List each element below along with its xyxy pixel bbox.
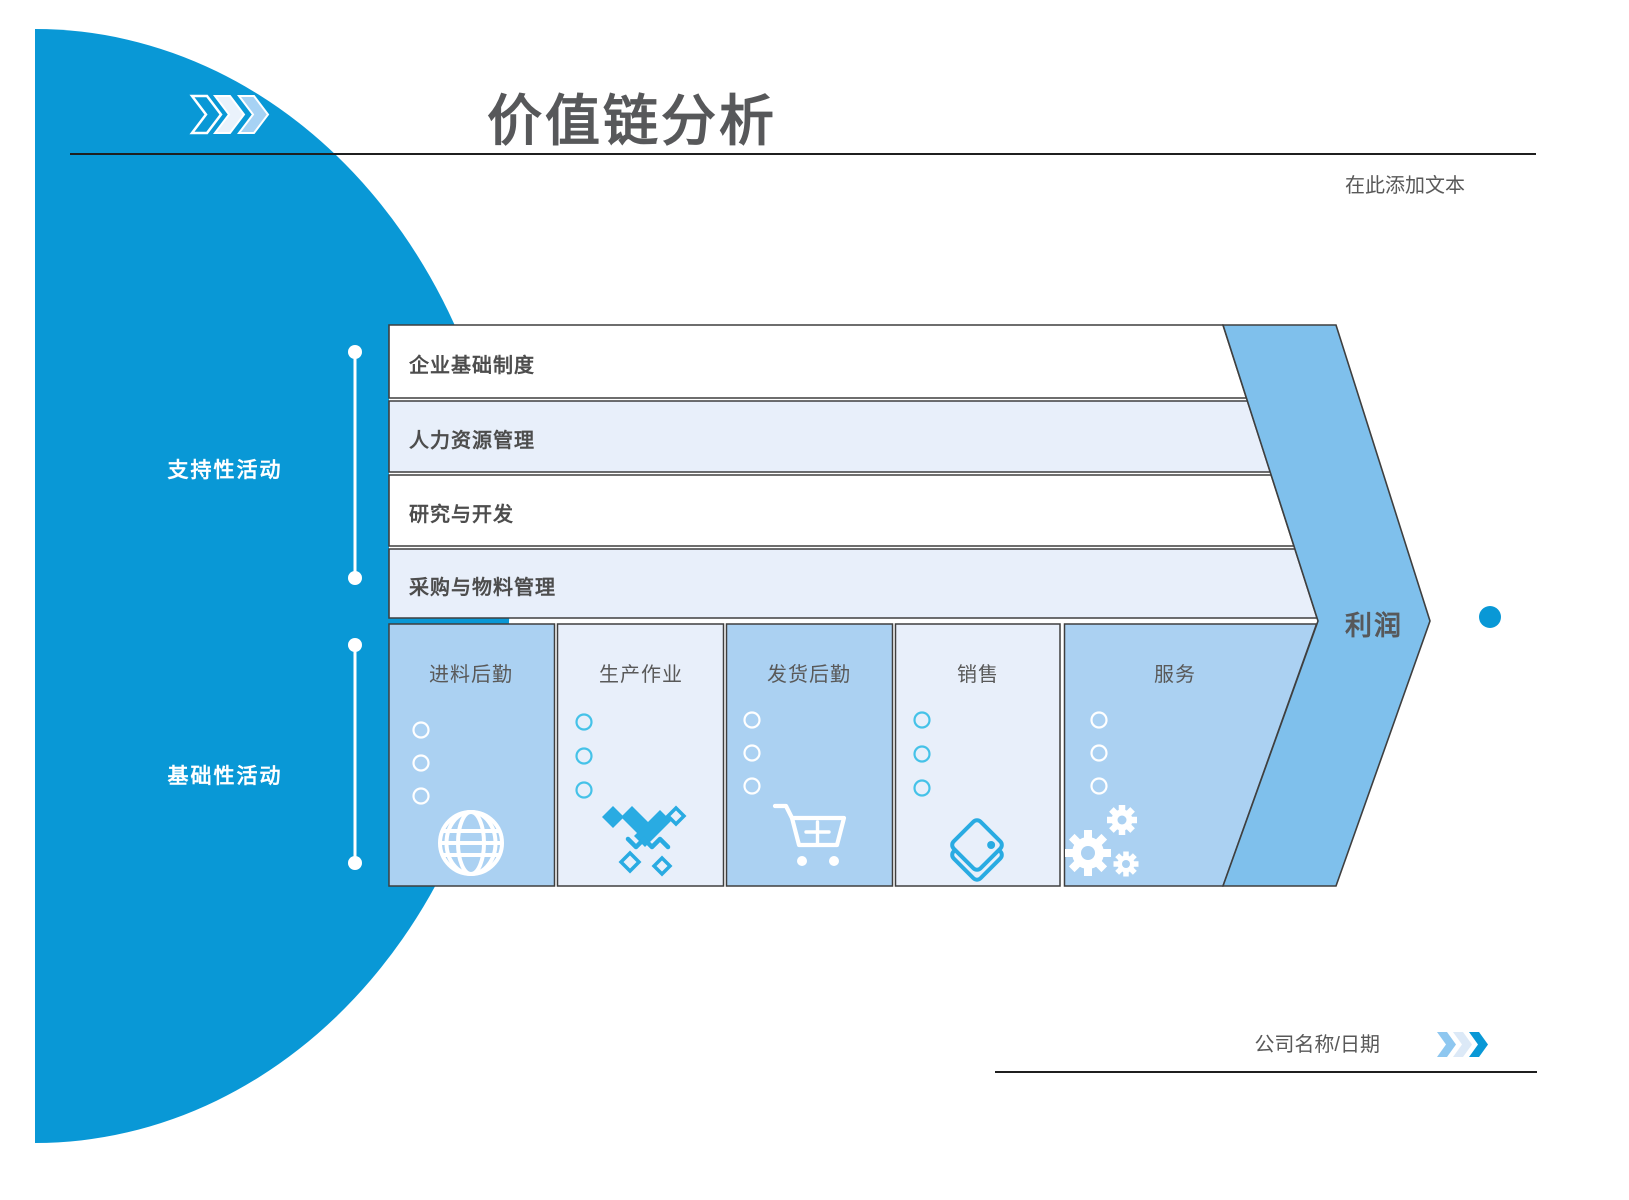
support-row-label: 研究与开发	[409, 504, 514, 526]
chevron-icon	[212, 95, 246, 134]
footer-chevrons-icon	[1437, 1032, 1488, 1057]
handshake-icon	[602, 805, 687, 877]
bullet-circle	[412, 721, 430, 739]
support-row-label: 人力资源管理	[409, 430, 535, 452]
cart-icon	[772, 803, 847, 866]
chevron-icon	[1437, 1032, 1456, 1057]
primary-column-label: 生产作业	[599, 664, 683, 686]
chevron-icon	[189, 94, 223, 135]
company-date-placeholder[interactable]: 公司名称/日期	[1254, 1034, 1380, 1056]
primary-column-bar	[725, 623, 894, 887]
primary-bracket	[348, 638, 362, 870]
bullet-circle	[743, 777, 761, 795]
bracket-dot	[348, 345, 362, 359]
support-row-label: 采购与物料管理	[409, 577, 556, 599]
profit-arrow-band	[1221, 324, 1431, 887]
bullet-circles	[412, 711, 1108, 805]
chevron-icon	[236, 95, 270, 134]
bullet-circle	[412, 754, 430, 772]
support-activities-label: 支持性活动	[167, 459, 283, 482]
bullet-circle	[575, 747, 593, 765]
bullet-circle	[1090, 744, 1108, 762]
bullet-circle	[913, 779, 931, 797]
bracket-dot	[348, 571, 362, 585]
accent-dot	[1479, 606, 1501, 628]
profit-label: 利润	[1345, 611, 1403, 641]
page-title: 价值链分析	[487, 90, 778, 152]
bracket-dot	[348, 638, 362, 652]
primary-column-label: 发货后勤	[767, 664, 851, 686]
bullet-circle	[913, 711, 931, 729]
header-chevrons-icon	[189, 94, 270, 135]
tag-icon	[950, 818, 1004, 882]
bullet-circle	[913, 745, 931, 763]
bullet-circle	[743, 744, 761, 762]
bullet-circle	[1090, 777, 1108, 795]
bullet-circle	[412, 787, 430, 805]
text-placeholder[interactable]: 在此添加文本	[1345, 175, 1465, 197]
primary-activities-label: 基础性活动	[167, 765, 283, 788]
globe-icon	[438, 810, 504, 876]
bullet-circle	[743, 711, 761, 729]
support-row-bar	[388, 474, 1295, 547]
primary-column-label: 进料后勤	[429, 664, 513, 686]
chevron-icon	[1453, 1032, 1472, 1057]
primary-column-label: 服务	[1154, 664, 1196, 686]
support-row-label: 企业基础制度	[409, 355, 535, 377]
bullet-circle	[575, 781, 593, 799]
support-bracket	[348, 345, 362, 585]
gears-icon	[1065, 805, 1139, 877]
chevron-icon	[1469, 1032, 1488, 1057]
bracket-dot	[348, 856, 362, 870]
primary-column-label: 销售	[957, 664, 999, 686]
bullet-circle	[1090, 711, 1108, 729]
bullet-circle	[575, 713, 593, 731]
support-rows-shape	[388, 324, 1319, 619]
